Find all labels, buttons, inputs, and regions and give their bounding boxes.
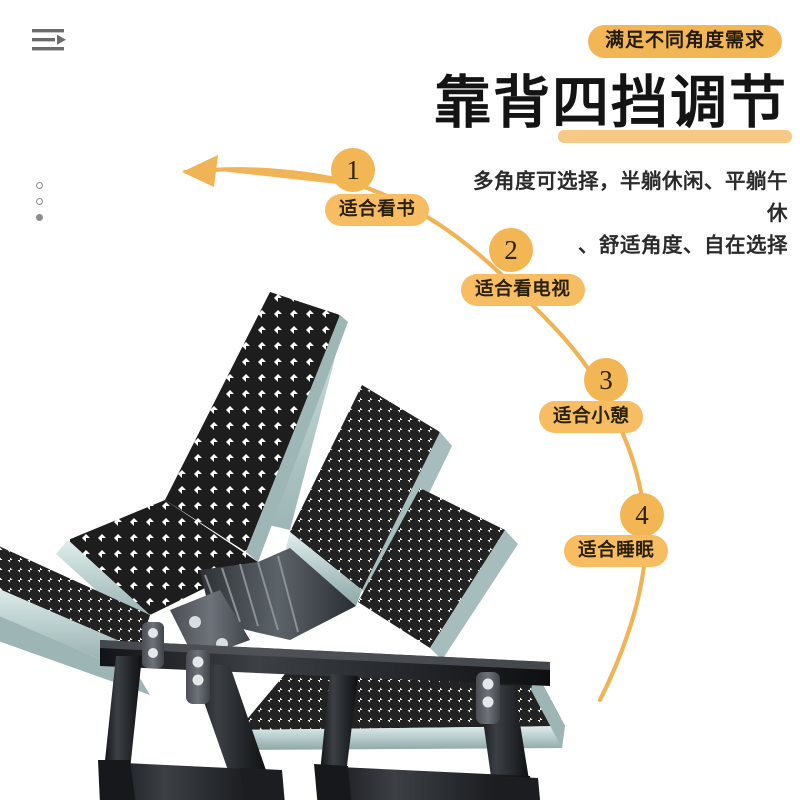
step-number-2: 2	[489, 228, 533, 272]
indent-list-icon[interactable]	[30, 24, 72, 58]
leg-frame-left	[98, 622, 285, 800]
vertical-dots-icon	[36, 182, 43, 221]
leg-frame-right	[314, 672, 540, 800]
page-title-text: 靠背四挡调节	[434, 72, 788, 135]
backrest-panel-1	[56, 292, 348, 630]
dot-outline-1	[36, 182, 43, 189]
dot-outline-2	[36, 198, 43, 205]
step-label-3: 适合小憩	[539, 401, 644, 433]
page-title: 靠背四挡调节	[434, 72, 788, 135]
fan-hinge	[170, 548, 356, 660]
step-number-3: 3	[584, 358, 628, 402]
step-number-1: 1	[331, 148, 375, 192]
left-arrow-icon	[182, 170, 343, 185]
dot-filled-3	[36, 214, 43, 221]
step-number-4: 4	[620, 493, 664, 537]
step-label-4: 适合睡眠	[564, 535, 669, 567]
title-underline	[558, 130, 792, 143]
status-badge: 满足不同角度需求	[587, 25, 782, 58]
step-label-2: 适合看电视	[461, 274, 585, 306]
step-label-1: 适合看书	[325, 194, 430, 226]
